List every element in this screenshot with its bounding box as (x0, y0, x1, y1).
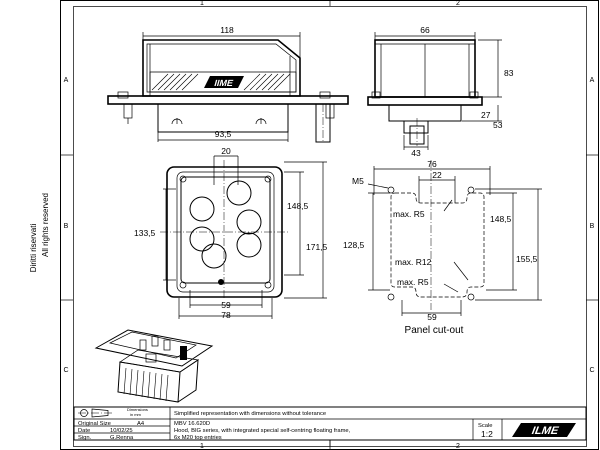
sign-label: Sign. (78, 435, 92, 441)
dim-27: 27 (481, 110, 491, 120)
isometric-view (94, 329, 214, 403)
logo-text: ILME (530, 425, 561, 437)
row-label-c: C (63, 367, 68, 374)
plan-view (160, 160, 290, 300)
dim-max-r12: max. R12 (395, 257, 432, 267)
dimensions-unit: in mm (130, 412, 142, 417)
side-dimensions (374, 32, 502, 150)
front-view: IIME (107, 39, 349, 143)
panel-cutout-label: Panel cut-out (405, 325, 464, 336)
original-size-value: A4 (137, 421, 145, 427)
dim-max-r5-a: max. R5 (393, 209, 425, 219)
row-label-a-right: A (590, 77, 595, 84)
dim-128-5: 128,5 (343, 240, 365, 250)
front-dimensions (142, 32, 301, 142)
dim-76: 76 (427, 159, 437, 169)
dimensions-label: Dimensions (127, 407, 148, 412)
description-header: Simplified representation with dimension… (174, 411, 326, 417)
date-label: Date (78, 428, 90, 434)
dim-148-5-plan: 148,5 (287, 201, 309, 211)
sign-value: G.Renna (110, 435, 134, 441)
cutout-dimensions (367, 166, 542, 316)
row-label-c-right: C (589, 367, 594, 374)
product-code: MBV 16.620D (174, 421, 210, 427)
rights-text: All rights reserved (41, 193, 50, 257)
dim-59-plan: 59 (221, 300, 231, 310)
dim-20: 20 (221, 146, 231, 156)
footer-col-2: 2 (456, 443, 460, 450)
dim-max-r5-b: max. R5 (397, 277, 429, 287)
row-label-a: A (64, 77, 69, 84)
projection-symbol-icon (78, 408, 112, 418)
title-block: ILME (73, 406, 587, 446)
plan-dimensions (163, 155, 327, 319)
dim-155-5: 155,5 (516, 254, 538, 264)
dim-43: 43 (411, 148, 421, 158)
ilme-logo-icon: ILME (512, 423, 576, 437)
hood-hatching: IIME (149, 71, 297, 93)
column-label-2: 2 (456, 0, 460, 7)
dim-59-cut: 59 (427, 312, 437, 322)
side-view (367, 39, 483, 146)
date-value: 10/02/25 (110, 428, 133, 434)
dim-133-5: 133,5 (134, 228, 156, 238)
drawing-frame (60, 0, 599, 450)
dim-53: 53 (493, 120, 503, 130)
dim-148-5-cut: 148,5 (490, 214, 512, 224)
dim-171-5: 171,5 (306, 242, 328, 252)
dim-118: 118 (220, 25, 234, 35)
original-size-label: Original Size (78, 421, 111, 427)
dim-m5: M5 (352, 176, 364, 186)
product-desc-1: Hood, BIG series, with integrated specia… (174, 428, 351, 434)
row-label-b-right: B (590, 223, 595, 230)
rights-text-it: Diritti riservati (29, 224, 38, 273)
dim-66: 66 (420, 25, 430, 35)
svg-text:IIME: IIME (213, 78, 234, 88)
panel-cutout-view (387, 160, 485, 310)
dim-22: 22 (432, 170, 442, 180)
scale-value: 1:2 (481, 429, 493, 439)
dim-93-5: 93,5 (215, 129, 232, 139)
dim-78: 78 (221, 310, 231, 320)
footer-col-1: 1 (200, 443, 204, 450)
column-label-1: 1 (200, 0, 204, 7)
row-label-b: B (64, 223, 69, 230)
scale-label: Scale (478, 423, 493, 429)
product-desc-2: 6x M20 top entries (174, 435, 222, 441)
dim-83: 83 (504, 68, 514, 78)
